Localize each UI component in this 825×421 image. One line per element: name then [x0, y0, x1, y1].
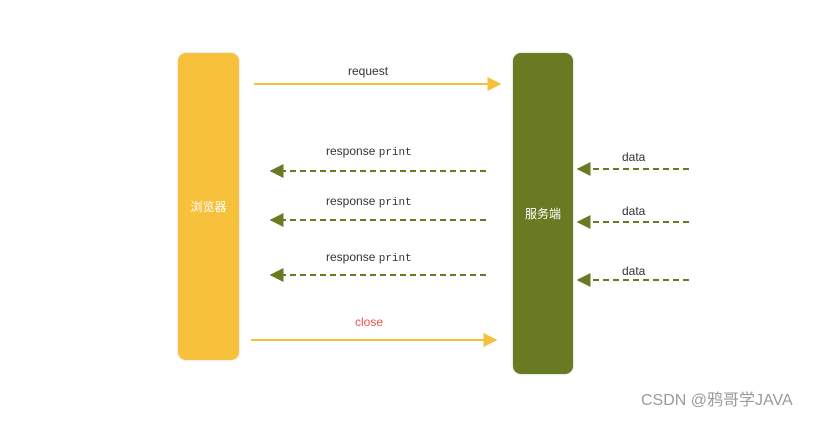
watermark-text: CSDN @鸦哥学JAVA — [641, 392, 793, 409]
response-text-3: response — [326, 250, 376, 264]
browser-label: 浏览器 — [190, 199, 227, 214]
server-node: 服务端 — [513, 53, 573, 374]
response-text-2: response — [326, 194, 376, 208]
print-text-1: print — [378, 147, 412, 159]
print-text-3: print — [378, 253, 412, 265]
response-label-3: response print — [326, 251, 412, 265]
server-label: 服务端 — [524, 206, 561, 221]
response-text-1: response — [326, 144, 376, 158]
data-label-2: data — [622, 204, 646, 218]
browser-node: 浏览器 — [178, 53, 239, 360]
close-label: close — [355, 315, 384, 329]
data-label-1: data — [622, 150, 646, 164]
request-label: request — [348, 64, 389, 78]
response-label-1: response print — [326, 145, 412, 159]
response-label-2: response print — [326, 195, 412, 209]
data-label-3: data — [622, 264, 646, 278]
print-text-2: print — [378, 197, 412, 209]
